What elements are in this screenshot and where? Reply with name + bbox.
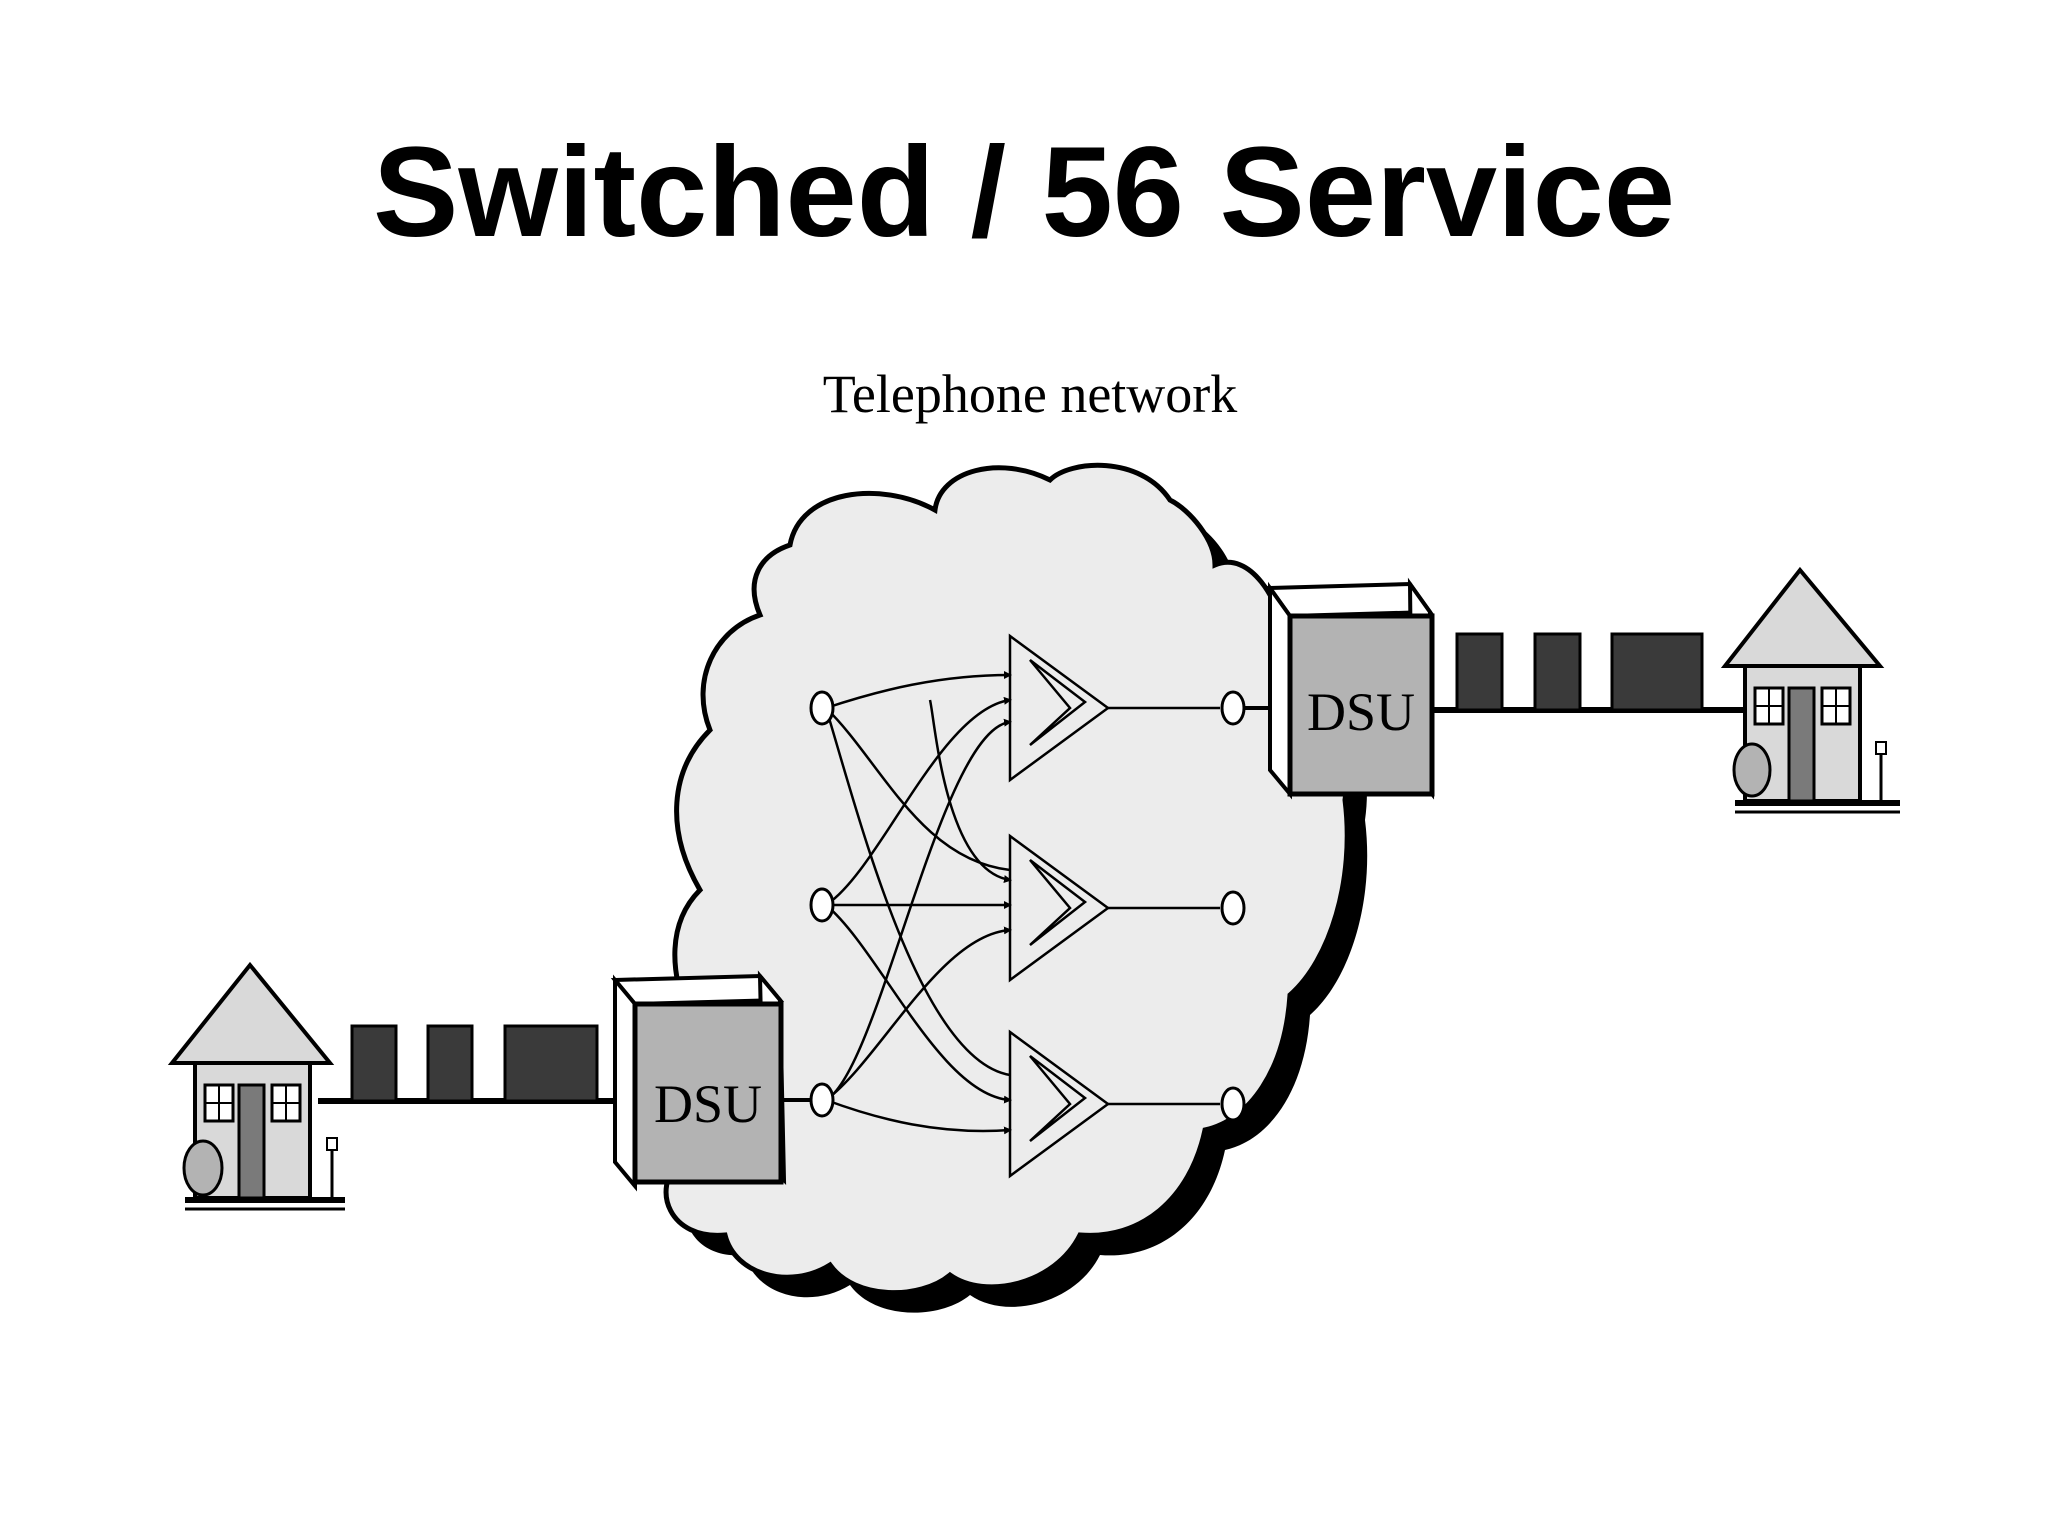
node-middle-right	[1220, 890, 1246, 926]
node-top-left	[809, 690, 835, 726]
left-signal-line	[318, 1024, 615, 1104]
right-house-icon	[1720, 566, 1900, 814]
slide-title: Switched / 56 Service	[373, 121, 1675, 264]
node-bottom-right	[1220, 1086, 1246, 1122]
network-label: Telephone network	[823, 364, 1238, 424]
left-dsu-label: DSU	[654, 1074, 762, 1134]
node-top-right	[1220, 690, 1246, 726]
node-bottom-left	[809, 1082, 835, 1118]
switch-bottom	[1008, 1029, 1220, 1179]
right-switch-nodes	[1220, 690, 1246, 1122]
switch-fabric	[824, 671, 1012, 1135]
right-signal-line	[1432, 632, 1745, 713]
left-house-icon	[167, 961, 345, 1211]
right-dsu-label: DSU	[1307, 682, 1415, 742]
switch-icon	[1008, 633, 1220, 1179]
switch-middle	[1008, 833, 1220, 983]
telephone-network-cloud	[662, 465, 1368, 1313]
left-dsu: DSU	[610, 970, 811, 1192]
node-middle-left	[809, 887, 835, 923]
left-switch-nodes	[809, 690, 835, 1118]
right-dsu: DSU	[1244, 577, 1435, 800]
switch-top	[1008, 633, 1220, 783]
